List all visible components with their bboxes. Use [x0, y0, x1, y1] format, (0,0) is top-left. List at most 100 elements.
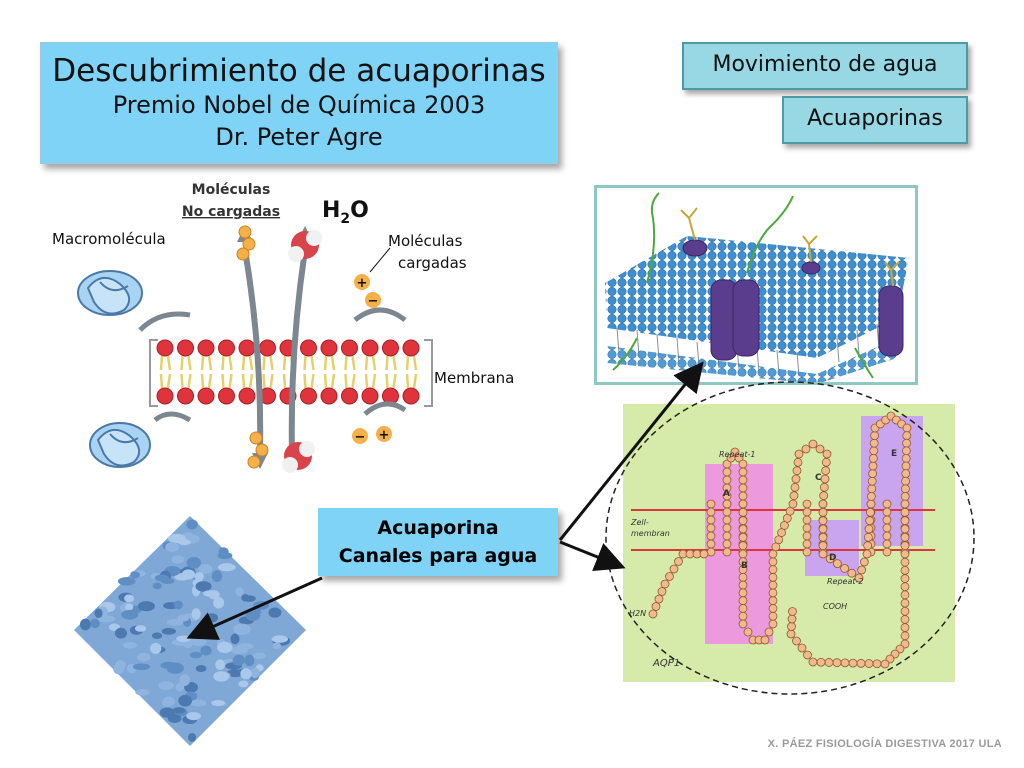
- protein-subunit: [217, 552, 233, 560]
- protein-subunit: [178, 694, 192, 707]
- residue-bead: [801, 444, 811, 454]
- h2o-label: H2O: [322, 198, 369, 227]
- protein-subunit: [124, 594, 135, 603]
- slide-subtitle: Premio Nobel de Química 2003: [112, 91, 486, 119]
- protein-subunit: [161, 627, 176, 635]
- protein-subunit: [132, 663, 150, 671]
- protein-subunit: [154, 574, 169, 582]
- lipid-tail: [159, 373, 172, 389]
- protein-subunit: [151, 632, 163, 639]
- repeat2-label: Repeat-2: [827, 577, 864, 586]
- protein-subunit: [189, 637, 207, 646]
- lipid-tail: [303, 355, 315, 371]
- protein-subunit: [203, 590, 217, 597]
- lipid-head: [320, 387, 338, 405]
- protein-subunit: [206, 613, 218, 623]
- lipid-tail: [385, 373, 397, 389]
- lipid-head: [177, 339, 194, 357]
- lipid-tail: [344, 355, 356, 371]
- protein-subunit: [171, 555, 185, 564]
- protein-subunit: [94, 608, 103, 618]
- residue-bead: [808, 657, 818, 667]
- protein-subunit: [250, 667, 260, 679]
- title-box: Descubrimiento de acuaporinas Premio Nob…: [40, 42, 558, 164]
- residue-bead: [793, 457, 803, 467]
- membrane-protein: [682, 239, 904, 361]
- protein-subunit: [213, 671, 230, 682]
- residue-bead: [722, 459, 732, 469]
- macromolecule-top: [77, 270, 143, 316]
- protein-subunit: [252, 652, 266, 660]
- protein-subunit: [211, 570, 223, 582]
- lipid-tail: [344, 373, 356, 389]
- residue-bead: [788, 499, 798, 509]
- membrane-transport-diagram: Moléculas No cargadas H2O Macromolécula …: [52, 182, 514, 473]
- protein-subunit: [160, 661, 178, 669]
- macromolecule-label: Macromolécula: [52, 230, 166, 248]
- protein-subunit: [114, 627, 128, 639]
- protein-subunit: [236, 643, 254, 650]
- protein-subunit: [198, 563, 213, 574]
- lipid-tail: [221, 373, 233, 389]
- lipid-tail: [262, 355, 274, 371]
- zoom-circle: [605, 381, 975, 695]
- lipid-tail: [385, 355, 397, 371]
- residue-bead: [840, 563, 850, 573]
- lipid-tail: [405, 355, 418, 371]
- movimiento-agua-button[interactable]: Movimiento de agua: [682, 42, 968, 90]
- lipid-head: [259, 339, 276, 357]
- protein-subunit: [271, 635, 289, 643]
- residue-bead: [743, 627, 753, 637]
- uncharged-molecules: [236, 225, 269, 469]
- residue-bead: [797, 643, 807, 653]
- lipid-tail: [159, 355, 172, 371]
- water-molecule-top: [288, 230, 322, 262]
- residue-bead: [794, 449, 804, 459]
- protein-subunit: [179, 674, 191, 687]
- protein-subunit: [187, 732, 197, 742]
- residue-bead: [660, 579, 670, 589]
- protein-subunit: [167, 713, 182, 724]
- lipid-tail: [241, 373, 254, 389]
- svg-text:−: −: [355, 430, 366, 445]
- lipid-head: [361, 387, 379, 405]
- lipid-head: [402, 339, 420, 357]
- lipid-tail: [262, 373, 274, 389]
- svg-text:−: −: [368, 294, 379, 309]
- lipid-tail: [405, 373, 418, 389]
- residue-bead: [802, 547, 812, 557]
- repeat1-label: Repeat-1: [719, 450, 756, 459]
- protein-subunit: [211, 700, 226, 707]
- residue-bead: [847, 568, 857, 578]
- protein-subunit: [253, 600, 270, 610]
- residue-bead: [657, 587, 667, 596]
- protein-subunit: [232, 654, 245, 666]
- protein-subunit: [244, 654, 255, 667]
- residue-bead: [789, 491, 799, 501]
- protein-subunit: [149, 642, 162, 654]
- residue-bead: [815, 444, 825, 454]
- acuaporinas-button[interactable]: Acuaporinas: [782, 96, 968, 144]
- protein-subunit: [177, 614, 190, 622]
- transport-arrows: [242, 249, 308, 456]
- lipid-head: [238, 387, 256, 405]
- lipid-head: [218, 387, 235, 405]
- lipid-tail: [180, 373, 192, 389]
- membrane-label: Membrana: [434, 369, 514, 387]
- residue-bead: [832, 559, 842, 569]
- charged-label-1: Moléculas: [388, 232, 463, 250]
- protein-subunit: [215, 659, 226, 671]
- lipid-tail: [323, 373, 336, 389]
- protein-subunit: [240, 668, 252, 680]
- slide-title: Descubrimiento de acuaporinas: [52, 53, 546, 89]
- protein-subunit: [113, 663, 125, 675]
- slide-author: Dr. Peter Agre: [215, 123, 383, 151]
- lipid-head: [218, 339, 235, 357]
- protein-subunit: [217, 641, 233, 654]
- lipid-head: [177, 387, 194, 405]
- lipid-head: [320, 339, 338, 357]
- macromolecule-bottom: [89, 422, 151, 468]
- lipid-tail: [200, 355, 213, 371]
- water-molecule-bottom: [282, 441, 315, 473]
- protein-subunit: [176, 635, 192, 643]
